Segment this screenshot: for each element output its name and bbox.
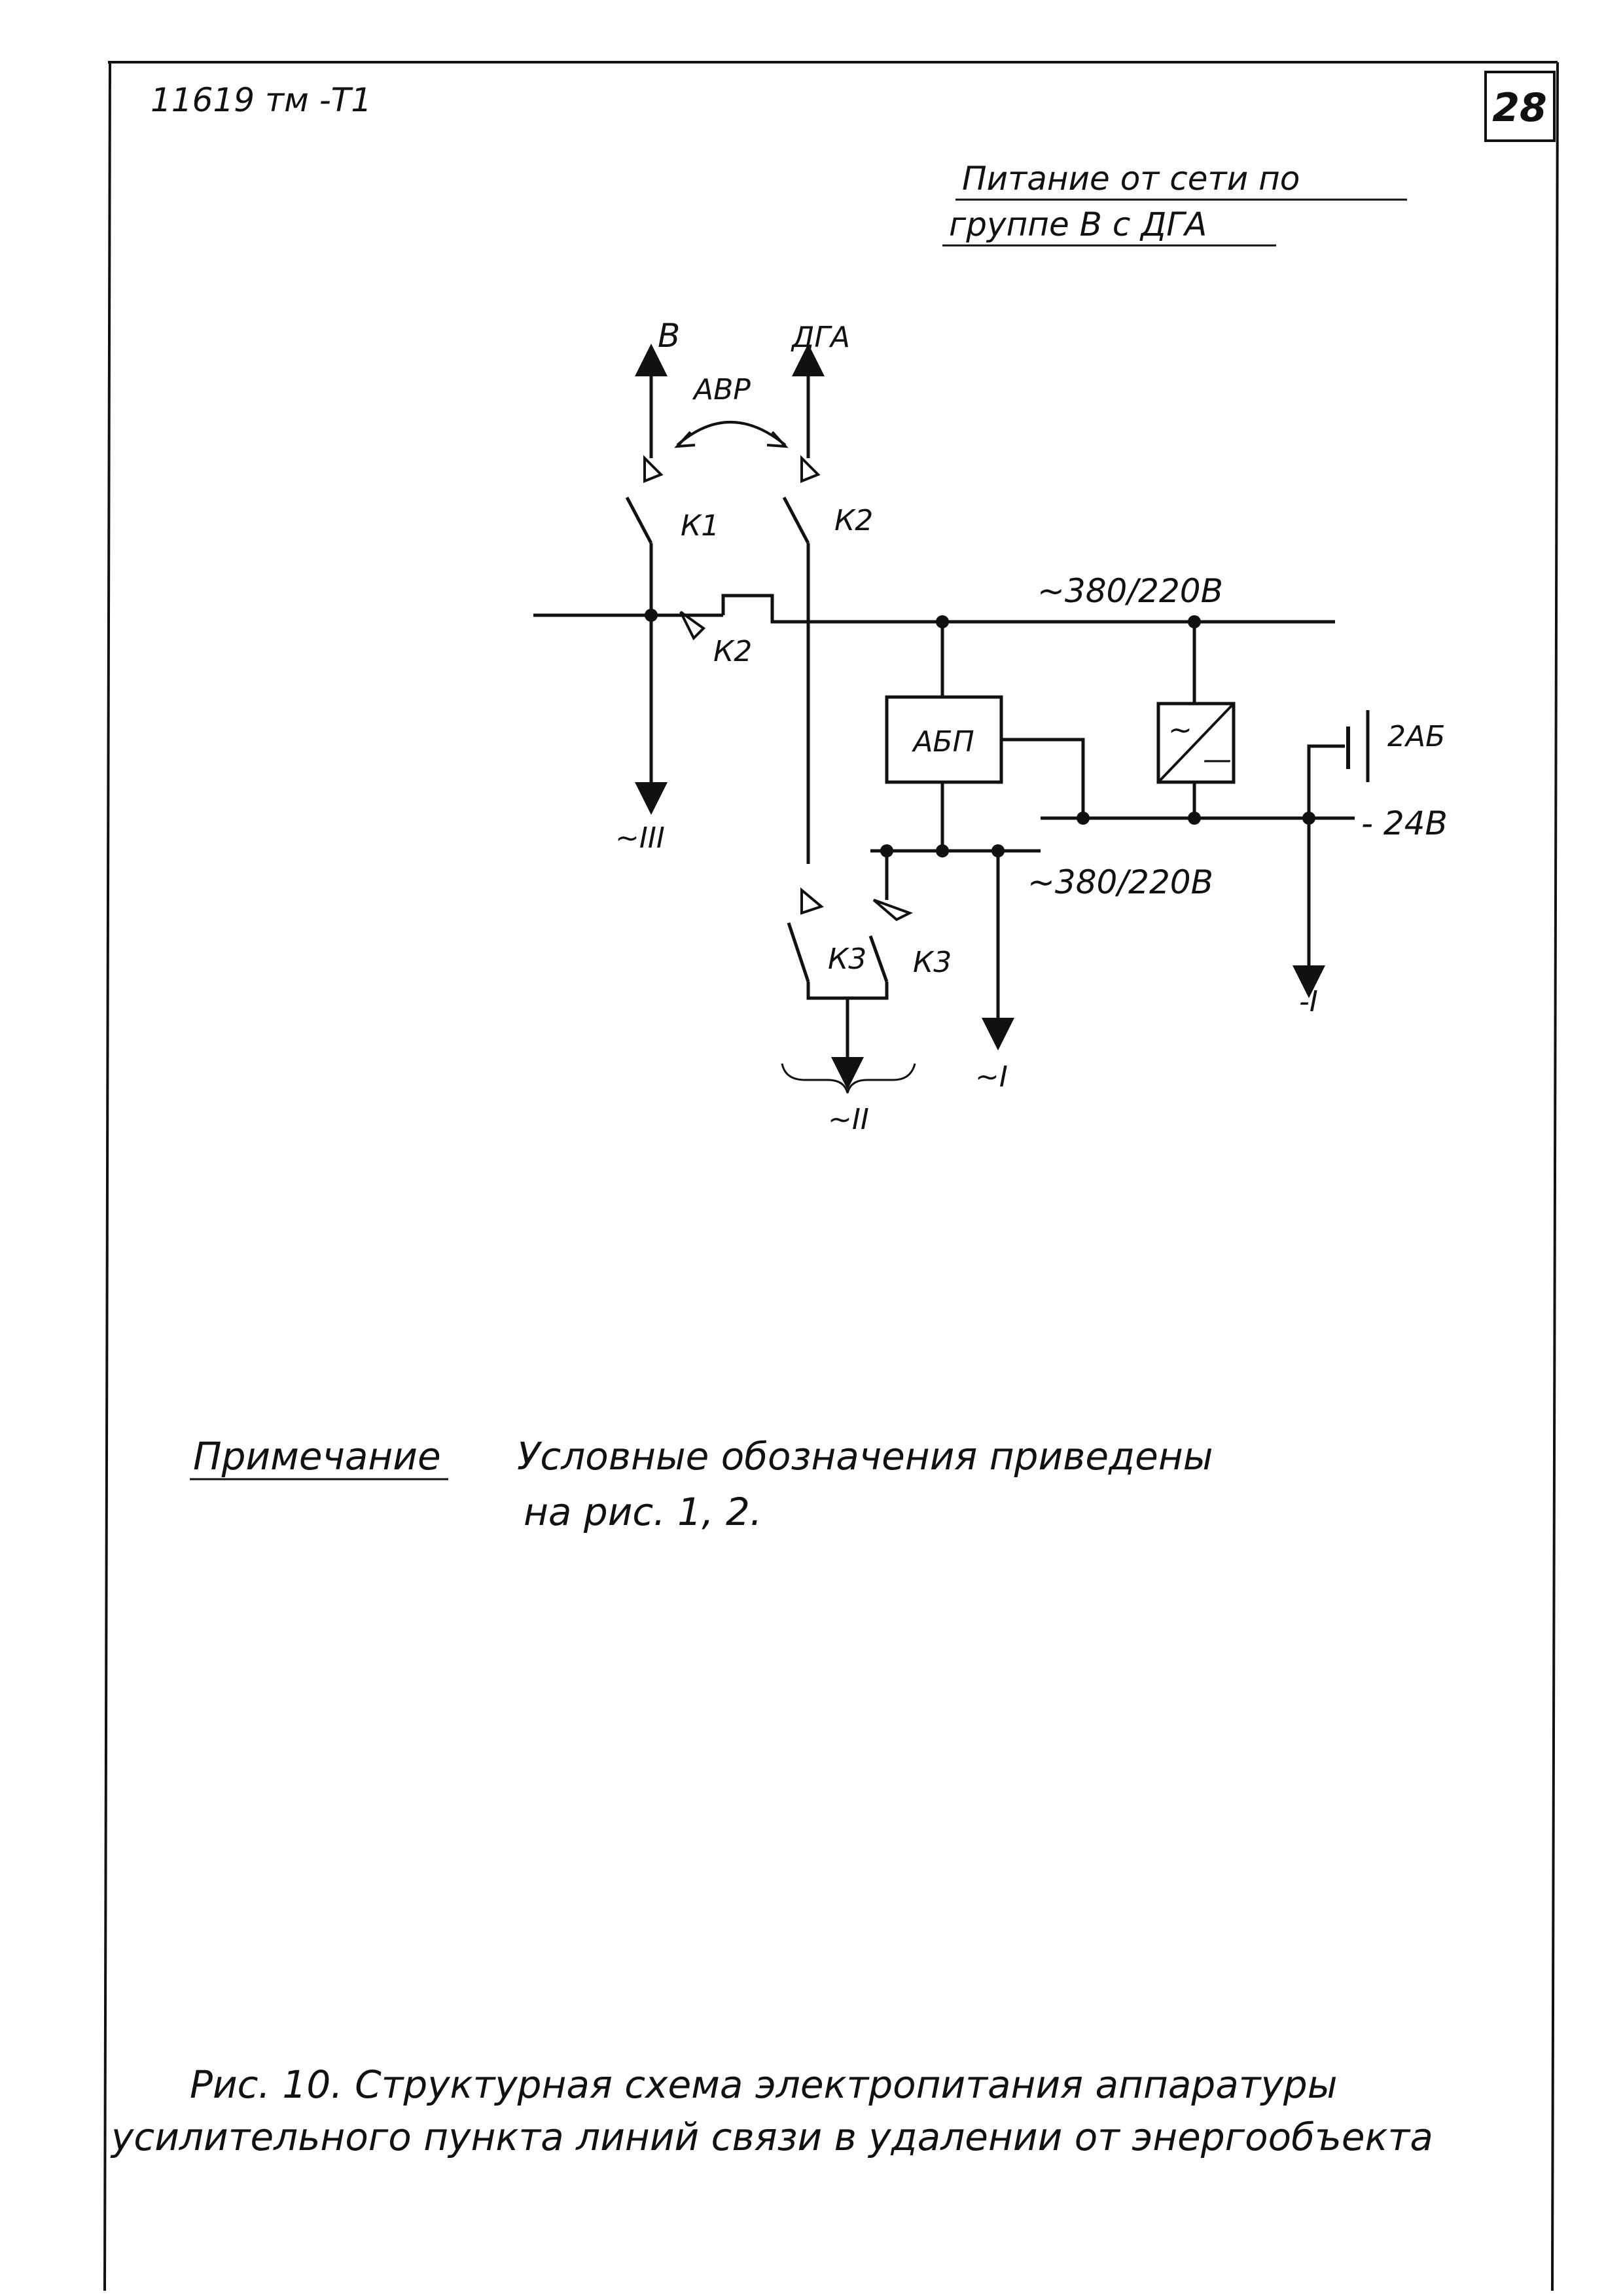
junction-dot	[936, 615, 949, 628]
junction-dot	[936, 844, 949, 857]
page-number: 28	[1492, 85, 1547, 131]
label-battery: 2АБ	[1387, 720, 1445, 753]
contactor-k3-left	[787, 922, 810, 982]
battery-lead	[1307, 744, 1345, 818]
avr-arc-head-right	[766, 431, 789, 448]
label-rectifier-dc: —	[1203, 743, 1232, 776]
page-number-box	[1484, 71, 1556, 142]
label-k3: К3	[828, 942, 866, 976]
junction-dot	[1077, 812, 1090, 825]
contactor-k2	[782, 496, 810, 545]
junction-dot	[991, 844, 1005, 857]
label-k3-interlock: К3	[913, 946, 952, 979]
label-main-bus: ~380/220В	[1037, 572, 1223, 610]
contactor-k3-left-mark	[800, 887, 825, 915]
junction-dot	[1188, 615, 1201, 628]
label-rectifier-ac: ~	[1168, 713, 1192, 747]
label-ups: АБП	[911, 725, 974, 759]
document-code: 11619 тм -Т1	[151, 81, 372, 119]
k3-join	[806, 982, 889, 1000]
interlock-k2-mark	[679, 611, 706, 641]
contactor-k1	[625, 496, 653, 545]
ups-dc-link	[1001, 738, 1085, 818]
junction-dot	[880, 844, 893, 857]
note-text-line-2: на рис. 1, 2.	[524, 1490, 762, 1534]
page-frame	[103, 61, 1559, 2291]
caption-line-2: усилительного пункта линий связи в удале…	[110, 2115, 1433, 2159]
label-k1: К1	[681, 509, 719, 543]
label-output-ii: ~II	[828, 1103, 869, 1136]
contactor-k3-right	[868, 935, 889, 982]
label-k2-interlock: К2	[713, 635, 752, 668]
avr-arc	[676, 421, 787, 446]
avr-arc-head-left	[674, 431, 696, 448]
contactor-k2-contact-mark	[800, 455, 821, 483]
junctions	[645, 609, 1315, 857]
interlock-k2-jog	[721, 594, 808, 624]
label-avr: АВР	[692, 373, 751, 406]
rectifier-diagonal	[1157, 702, 1235, 783]
caption-line-1: Рис. 10. Структурная схема электропитани…	[190, 2062, 1338, 2107]
label-source-b: В	[658, 317, 680, 355]
schematic	[533, 344, 1370, 1094]
label-source-dga: ДГА	[791, 321, 850, 354]
note-text-line-1: Условные обозначения приведены	[517, 1434, 1213, 1479]
contactor-k1-contact-mark	[643, 455, 664, 483]
heading-line-1: Питание от сети по	[962, 160, 1300, 198]
heading-line-2: группе В с ДГА	[949, 206, 1207, 243]
label-output-dc: -I	[1299, 985, 1318, 1018]
label-output-i: ~I	[975, 1060, 1008, 1094]
label-dc-bus: - 24В	[1361, 804, 1448, 842]
junction-dot	[1302, 812, 1315, 825]
output-ii-brace	[781, 1063, 916, 1094]
junction-dot	[1188, 812, 1201, 825]
label-output-iii: ~III	[615, 821, 665, 855]
note-label: Примечание	[193, 1434, 441, 1479]
label-k2: К2	[834, 504, 873, 537]
label-secondary-bus: ~380/220В	[1027, 863, 1213, 901]
junction-dot	[645, 609, 658, 622]
contactor-k3-right-mark	[872, 899, 914, 922]
